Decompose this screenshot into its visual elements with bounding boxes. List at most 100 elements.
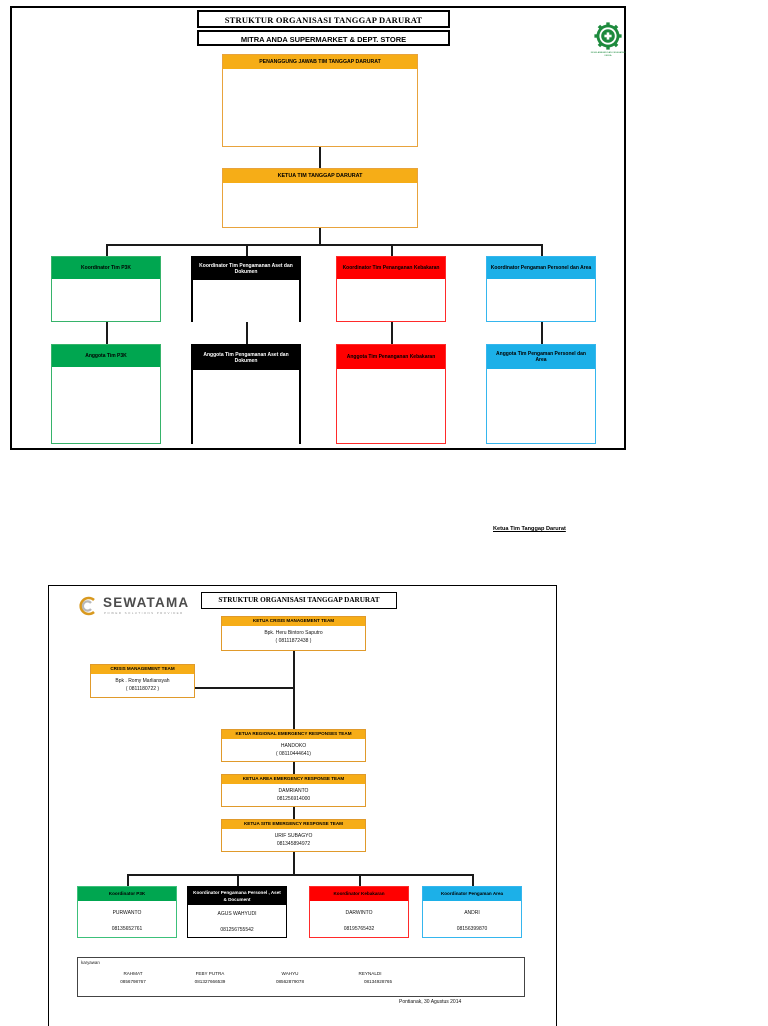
k3-safety-gear-icon: KESELAMATAN DAN KESEHATAN KERJA <box>587 22 629 62</box>
node-ketua-crisis-name: Bpk. Heru Bintoro Saputro <box>264 630 323 636</box>
node-koordinator-pengamanan-2-name: AGUS WAHYUDI <box>217 911 257 917</box>
connector-ketua-down <box>319 228 321 244</box>
page-title-box: STRUKTUR ORGANISASI TANGGAP DARURAT <box>197 10 450 28</box>
node-ketua-site-emergency: KETUA SITE EMERGENCY RESPONSE TEAM URIF … <box>221 819 366 852</box>
node-koordinator-pengamanan-2: Koordinator Pengamana Personel , Aset & … <box>187 886 287 938</box>
page-subtitle-box: MITRA ANDA SUPERMARKET & DEPT. STORE <box>197 30 450 46</box>
karyawan-name-1: RAHMAT <box>123 971 143 976</box>
connector-drop-3 <box>391 244 393 256</box>
karyawan-name-3: WAHYU <box>281 971 299 976</box>
node-koordinator-p3k-2-header: Koordinator P3K <box>78 887 176 901</box>
connector-koor-anggota-4 <box>541 322 543 344</box>
node-regional-phone: ( 08110444641) <box>276 751 311 757</box>
karyawan-phone-2: 081327666539 <box>194 979 226 984</box>
connector-drop-1 <box>106 244 108 256</box>
node-penanggung-jawab: PENANGGUNG JAWAB TIM TANGGAP DARURAT <box>222 54 418 147</box>
node-ketua-area-emergency: KETUA AREA EMERGENCY RESPONSE TEAM DAMRI… <box>221 774 366 807</box>
node-ketua-crisis-header: KETUA CRISIS MANAGEMENT TEAM <box>222 617 365 626</box>
node-koordinator-aset-label: Koordinator Tim Pengamanan Aset dan Doku… <box>193 258 299 280</box>
node-koordinator-pengamanan-2-header: Koordinator Pengamana Personel , Aset & … <box>188 887 286 905</box>
node-site-header: KETUA SITE EMERGENCY RESPONSE TEAM <box>222 820 365 829</box>
connector-horizontal-bus <box>106 244 542 246</box>
page-title: STRUKTUR ORGANISASI TANGGAP DARURAT <box>224 15 423 25</box>
node-crisis-team-name: Bpk . Romy Marliansyah <box>115 678 170 684</box>
node-anggota-kebakaran-label: Anggota Tim Penanganan Kebakaran <box>337 345 445 369</box>
page2-title: STRUKTUR ORGANISASI TANGGAP DARURAT <box>218 596 380 604</box>
sewatama-tagline: POWER SOLUTIONS PROVIDER <box>104 611 184 615</box>
node-anggota-aset: Anggota Tim Pengamanan Aset dan Dokumen <box>191 344 301 444</box>
connector-drop-2 <box>246 244 248 256</box>
organization-chart-bottom: SEWATAMA POWER SOLUTIONS PROVIDER STRUKT… <box>48 585 557 1026</box>
connector-site-down <box>293 852 295 874</box>
karyawan-name-4: REYNALDI <box>358 971 382 976</box>
node-koordinator-kebakaran-2: Koordinator Kebakaran DARWINTO 081957654… <box>309 886 409 938</box>
node-koordinator-personel-area-label: Koordinator Pengaman Personel dan Area <box>487 257 595 279</box>
karyawan-phone-4: 08134928765 <box>363 979 393 984</box>
organization-chart-top: STRUKTUR ORGANISASI TANGGAP DARURAT MITR… <box>10 6 626 450</box>
node-site-phone: 081345894972 <box>276 841 311 847</box>
node-area-header: KETUA AREA EMERGENCY RESPONSE TEAM <box>222 775 365 784</box>
node-koordinator-kebakaran-2-header: Koordinator Kebakaran <box>310 887 408 901</box>
karyawan-box: karyawan RAHMAT 0856798767 FEBY PUTRA 08… <box>77 957 525 997</box>
connector-regional-to-area <box>293 762 295 774</box>
node-anggota-aset-label: Anggota Tim Pengamanan Aset dan Dokumen <box>193 346 299 370</box>
connector-crisis-spine <box>293 651 295 737</box>
node-site-name: URIF SUBAGYO <box>274 833 313 839</box>
node-regional-header: KETUA REGIONAL EMERGENCY RESPONSES TEAM <box>222 730 365 739</box>
connector-coord-drop-4 <box>472 874 474 886</box>
node-anggota-personel-area-label: Anggota Tim Pengaman Personel dan Area <box>487 345 595 369</box>
node-crisis-management-team: CRISIS MANAGEMENT TEAM Bpk . Romy Marlia… <box>90 664 195 698</box>
node-koordinator-kebakaran-2-phone: 08195765432 <box>343 926 375 932</box>
node-koordinator-p3k-2-name: PURWANTO <box>112 910 142 916</box>
node-regional-name: HANDOKO <box>280 743 307 749</box>
node-crisis-team-header: CRISIS MANAGEMENT TEAM <box>91 665 194 674</box>
sewatama-logo: SEWATAMA POWER SOLUTIONS PROVIDER <box>77 594 192 620</box>
node-koordinator-p3k-2-phone: 08135652761 <box>111 926 143 932</box>
connector-koor-anggota-2 <box>246 322 248 344</box>
sewatama-mark-icon <box>79 596 95 616</box>
node-anggota-personel-area: Anggota Tim Pengaman Personel dan Area <box>486 344 596 444</box>
node-koordinator-p3k-2: Koordinator P3K PURWANTO 08135652761 <box>77 886 177 938</box>
node-koordinator-pengaman-area-2-phone: 08156399870 <box>456 926 488 932</box>
connector-pj-to-ketua <box>319 147 321 168</box>
node-koordinator-pengaman-area-2-name: ANDRI <box>464 910 480 916</box>
node-ketua-tim: KETUA TIM TANGGAP DARURAT <box>222 168 418 228</box>
connector-area-to-site <box>293 807 295 819</box>
page-subtitle: MITRA ANDA SUPERMARKET & DEPT. STORE <box>240 35 407 44</box>
karyawan-name-2: FEBY PUTRA <box>195 971 225 976</box>
node-koordinator-kebakaran-label: Koordinator Tim Penanganan Kebakaran <box>337 257 445 279</box>
node-area-phone: 081256914000 <box>276 796 311 802</box>
node-ketua-crisis-phone: ( 08111872438 ) <box>275 638 312 644</box>
page2-title-box: STRUKTUR ORGANISASI TANGGAP DARURAT <box>201 592 397 609</box>
node-koordinator-kebakaran: Koordinator Tim Penanganan Kebakaran <box>336 256 446 322</box>
connector-crisis-branch <box>195 687 294 689</box>
connector-drop-4 <box>541 244 543 256</box>
node-koordinator-p3k-label: Koordinator Tim P3K <box>52 257 160 279</box>
connector-coordinator-bus <box>127 874 472 876</box>
connector-koor-anggota-1 <box>106 322 108 344</box>
connector-coord-drop-1 <box>127 874 129 886</box>
node-area-name: DAMRIANTO <box>278 788 309 794</box>
node-anggota-kebakaran: Anggota Tim Penanganan Kebakaran <box>336 344 446 444</box>
connector-coord-drop-3 <box>359 874 361 886</box>
node-koordinator-p3k: Koordinator Tim P3K <box>51 256 161 322</box>
node-koordinator-personel-area: Koordinator Pengaman Personel dan Area <box>486 256 596 322</box>
node-koordinator-aset: Koordinator Tim Pengamanan Aset dan Doku… <box>191 256 301 322</box>
node-crisis-team-phone: ( 0811180722 ) <box>125 686 160 692</box>
node-ketua-tim-label: KETUA TIM TANGGAP DARURAT <box>223 169 417 183</box>
node-penanggung-jawab-label: PENANGGUNG JAWAB TIM TANGGAP DARURAT <box>223 55 417 69</box>
karyawan-phone-3: 08562879078 <box>275 979 305 984</box>
karyawan-label: karyawan <box>81 960 100 965</box>
node-koordinator-kebakaran-2-name: DARWINTO <box>345 910 373 916</box>
connector-koor-anggota-3 <box>391 322 393 344</box>
k3-logo-caption: KESELAMATAN DAN KESEHATAN KERJA <box>590 52 626 57</box>
datestamp: Pontianak, 30 Agustus 2014 <box>399 999 462 1005</box>
node-anggota-p3k-label: Anggota Tim P3K <box>52 345 160 367</box>
connector-coord-drop-2 <box>237 874 239 886</box>
node-ketua-crisis-management-team: KETUA CRISIS MANAGEMENT TEAM Bpk. Heru B… <box>221 616 366 651</box>
node-koordinator-pengamanan-2-phone: 081256755542 <box>220 927 254 933</box>
middle-label-ketua-tim: Ketua Tim Tanggap Darurat <box>493 526 566 532</box>
node-koordinator-pengaman-area-2-header: Koordinator Pengaman Area <box>423 887 521 901</box>
node-anggota-p3k: Anggota Tim P3K <box>51 344 161 444</box>
node-ketua-regional-emergency: KETUA REGIONAL EMERGENCY RESPONSES TEAM … <box>221 729 366 762</box>
